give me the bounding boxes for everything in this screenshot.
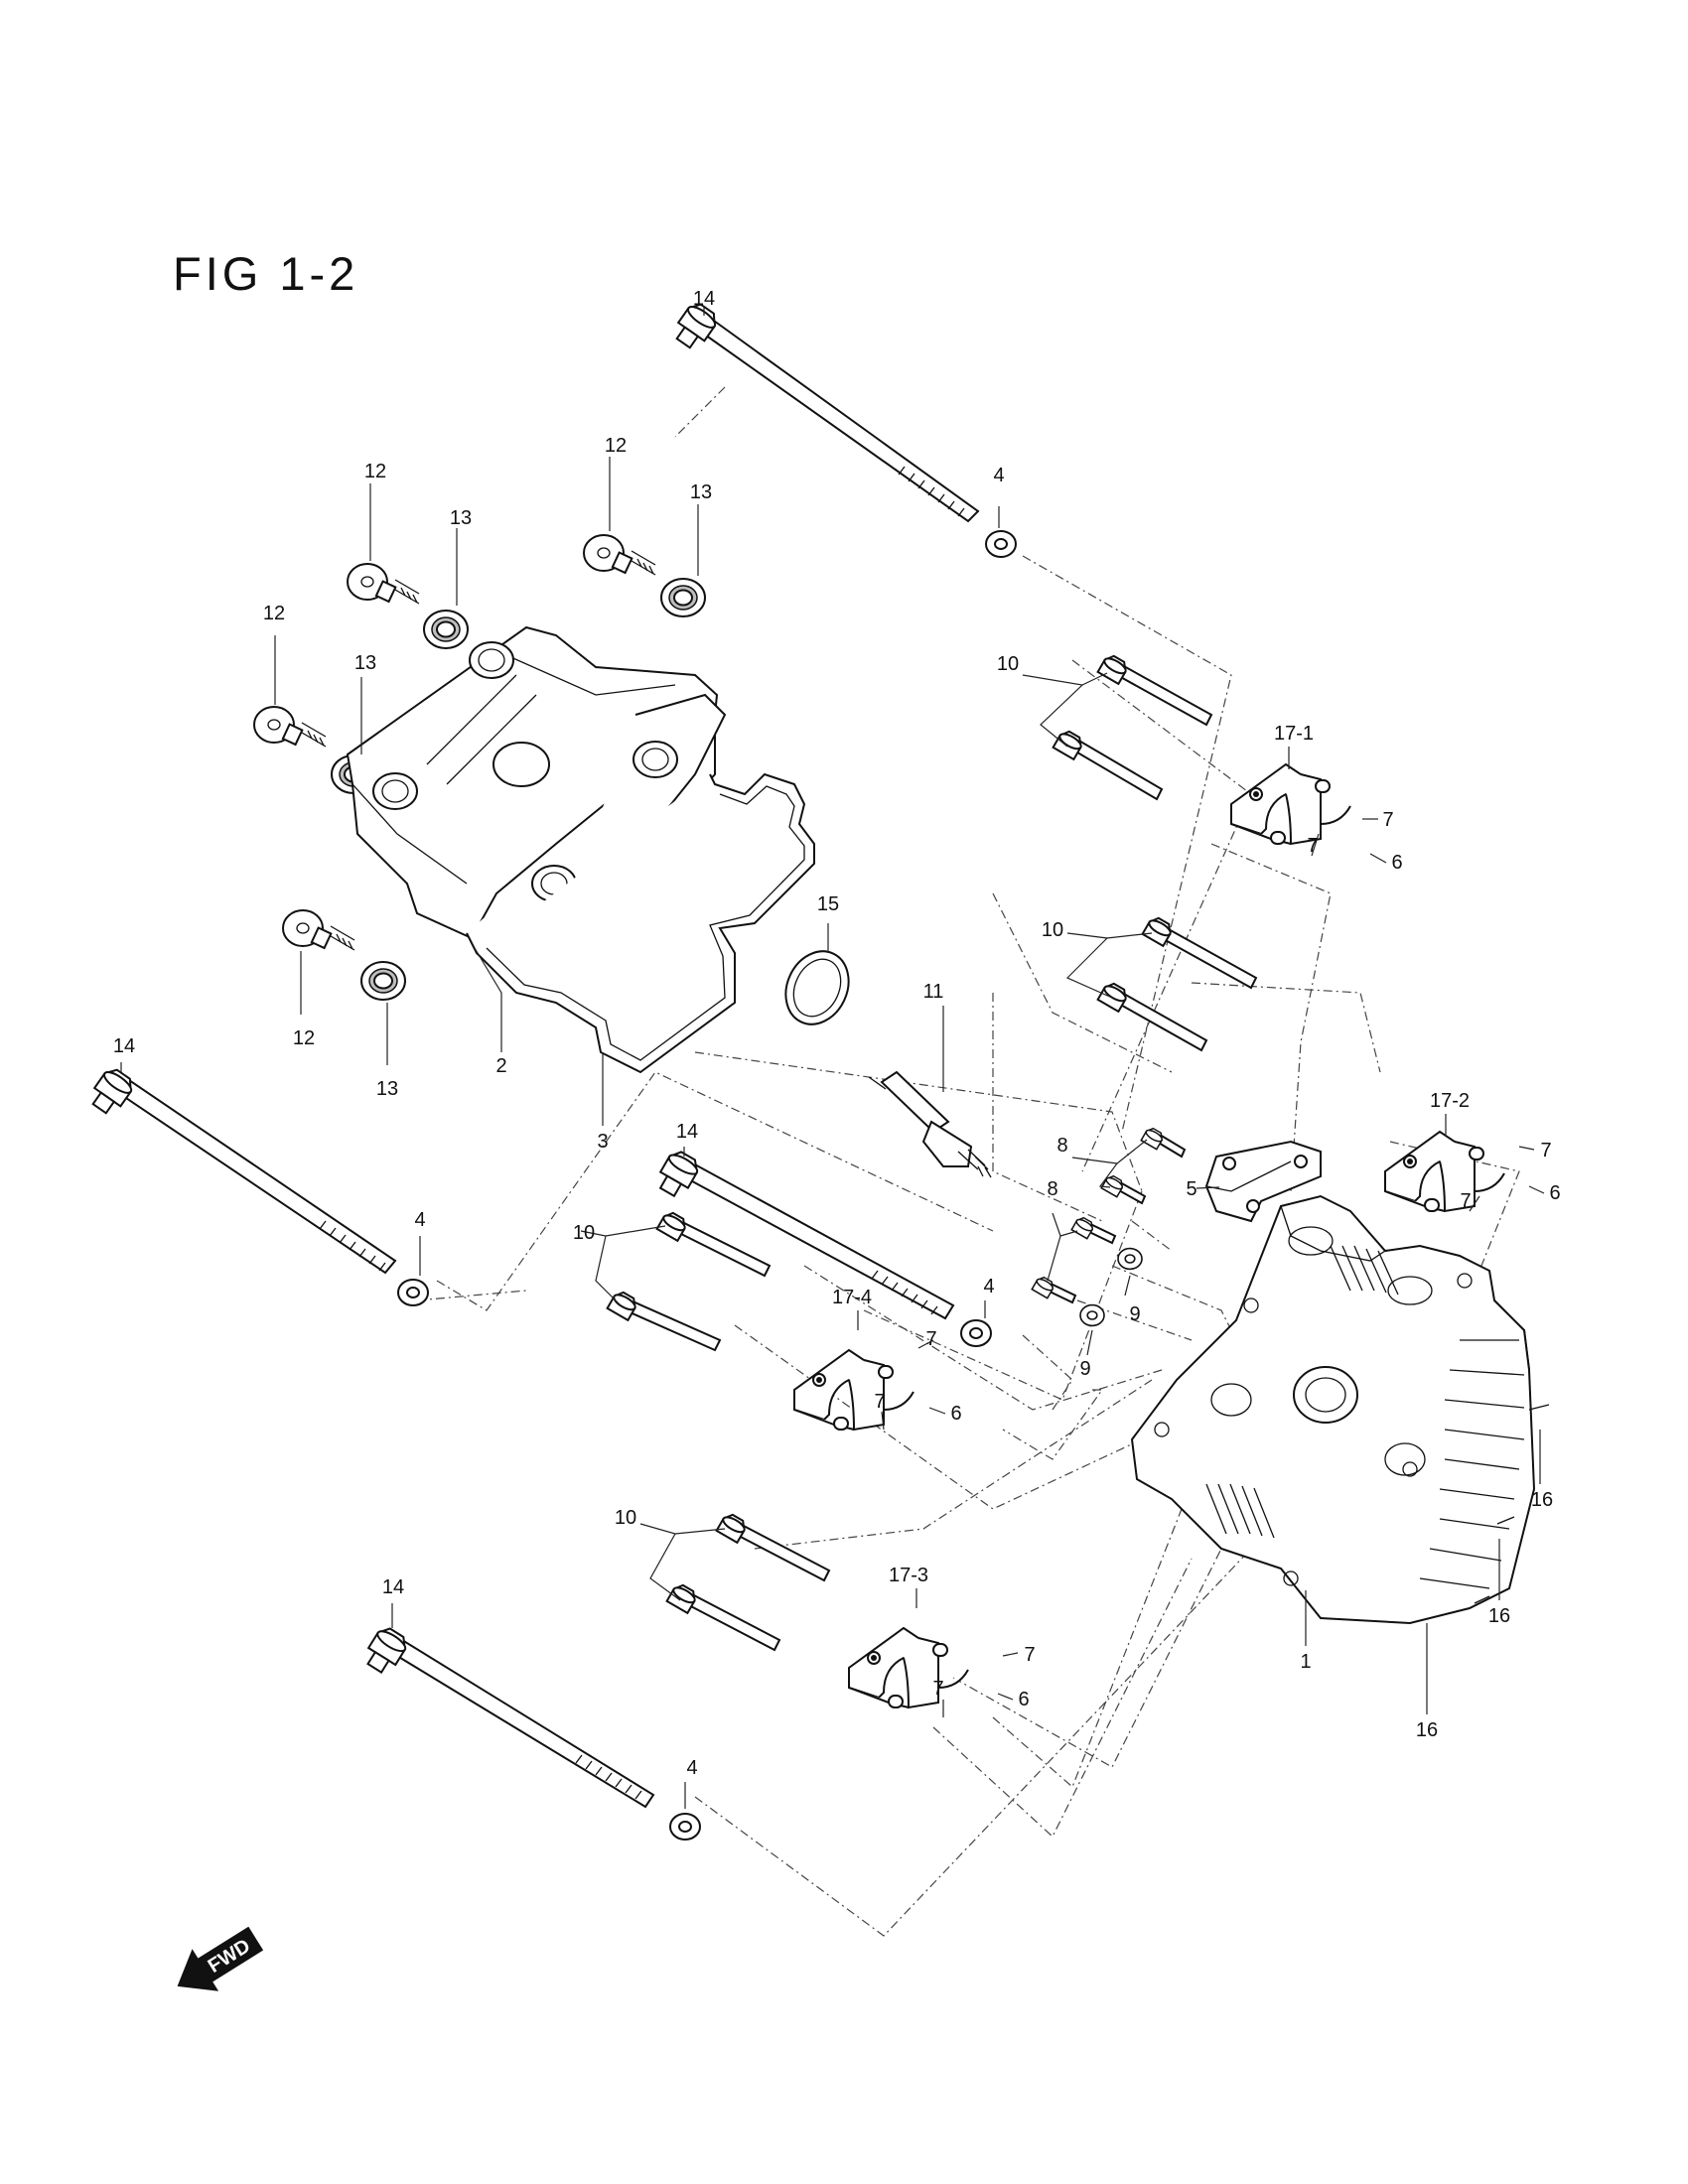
label-part-12: 12 [293,1027,315,1049]
part-13-seal-a [423,610,469,649]
part-10-bolts-c [606,1208,772,1352]
label-part-7: 7 [874,1391,885,1413]
label-part-6: 6 [1391,852,1402,874]
label-part-13: 13 [690,481,712,503]
part-1-cylinder-head [1130,1194,1550,1625]
label-part-8: 8 [1047,1178,1057,1200]
figure-title: FIG 1-2 [173,247,359,300]
part-4-washer-top [985,530,1017,558]
label-part-6: 6 [950,1403,961,1425]
callout-labels: 14 4 12 13 12 13 12 13 12 13 2 3 15 11 1… [113,288,1561,1779]
label-part-10: 10 [1042,919,1063,941]
part-13-seal-b [660,578,706,617]
label-part-6: 6 [1549,1182,1560,1204]
label-part-17-1: 17-1 [1274,723,1314,745]
label-part-17-4: 17-4 [832,1287,872,1308]
part-4-washer-left [397,1279,429,1306]
part-13-seal-d [360,961,406,1001]
label-part-9: 9 [1079,1358,1090,1380]
part-10-bolts-d [665,1510,831,1652]
part-14-bolt-middle [652,1147,955,1320]
label-part-13: 13 [354,652,376,674]
part-17-2-cam-holder [1384,1131,1505,1212]
assembly-lines [416,386,1520,1937]
leader-lines [120,308,1545,1809]
label-part-10: 10 [615,1507,636,1529]
label-part-14: 14 [382,1576,404,1598]
label-part-7: 7 [925,1328,936,1350]
label-part-3: 3 [597,1131,608,1153]
label-part-7: 7 [1307,835,1318,857]
label-part-12: 12 [263,603,285,624]
label-part-7: 7 [1382,809,1393,831]
label-part-7: 7 [1460,1190,1471,1212]
part-17-3-cam-holder [848,1627,969,1708]
label-part-6: 6 [1018,1689,1029,1710]
part-14-bolt-left [85,1064,397,1275]
part-8-bolts [1031,1125,1187,1304]
label-part-4: 4 [993,465,1004,486]
label-part-4: 4 [983,1276,994,1297]
label-part-9: 9 [1129,1303,1140,1325]
part-17-4-cam-holder [793,1349,914,1431]
label-part-13: 13 [450,507,472,529]
part-10-bolts-a [1052,651,1213,801]
label-part-1: 1 [1300,1651,1311,1673]
part-12-cap-bolt-d [282,909,355,951]
part-5-bracket [1204,1140,1322,1223]
part-2-head-cover [346,625,727,974]
label-part-14: 14 [693,288,715,310]
forward-direction-arrow: FWD [177,1926,264,1991]
label-part-7: 7 [932,1678,943,1700]
label-part-17-3: 17-3 [889,1565,928,1586]
label-part-10: 10 [573,1222,595,1244]
part-14-bolt-bottom [359,1623,655,1809]
label-part-5: 5 [1186,1178,1196,1200]
label-part-10: 10 [997,653,1019,675]
part-11-spark-plug [868,1070,992,1178]
part-12-cap-bolt-c [253,706,327,748]
label-part-8: 8 [1056,1135,1067,1157]
label-part-15: 15 [817,893,839,915]
label-part-17-2: 17-2 [1430,1090,1470,1112]
part-3-gasket [476,772,815,1074]
label-part-14: 14 [113,1035,135,1057]
part-12-cap-bolt-b [583,534,656,576]
label-part-13: 13 [376,1078,398,1100]
label-part-7: 7 [1024,1644,1035,1666]
label-part-16: 16 [1488,1605,1510,1627]
label-part-7: 7 [1540,1140,1551,1161]
part-12-cap-bolt-a [347,563,420,605]
label-part-4: 4 [414,1209,425,1231]
label-part-4: 4 [686,1757,697,1779]
part-14-bolt-top [669,299,980,523]
label-part-16: 16 [1531,1489,1553,1511]
part-17-1-cam-holder [1230,763,1351,845]
part-15-o-ring [784,950,850,1025]
label-part-16: 16 [1416,1719,1438,1741]
label-part-14: 14 [676,1121,698,1143]
label-part-2: 2 [495,1055,506,1077]
part-10-bolts-b [1096,913,1258,1052]
label-part-12: 12 [605,435,627,457]
part-4-washer-middle [960,1319,992,1347]
label-part-11: 11 [923,981,944,1003]
part-4-washer-bottom [669,1813,701,1841]
label-part-12: 12 [364,461,386,482]
